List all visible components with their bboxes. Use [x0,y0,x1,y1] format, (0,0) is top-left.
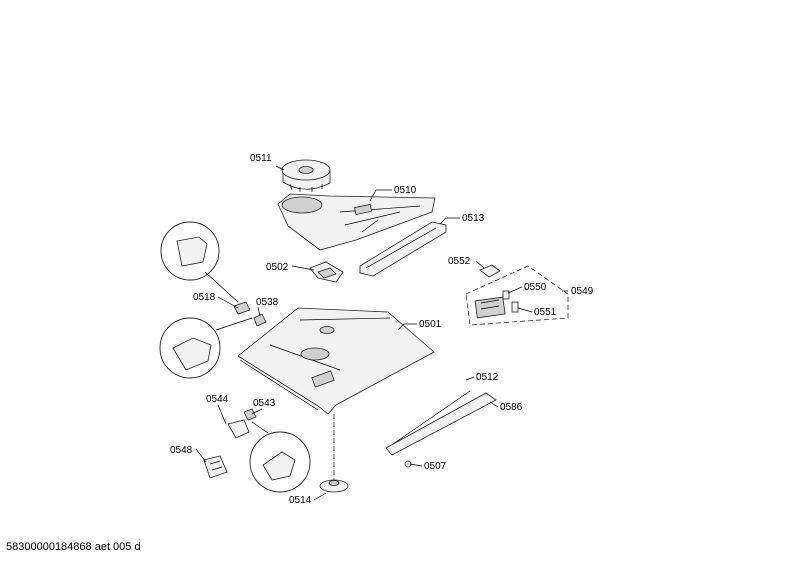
sensor-clip-0543-part[interactable] [243,408,257,421]
label-0549: 0549 [571,286,594,297]
detail-callout-0543 [249,421,311,493]
label-0543: 0543 [253,398,276,409]
label-0550: 0550 [524,282,547,293]
label-0551: 0551 [534,307,557,318]
label-0548: 0548 [170,445,193,456]
label-0544: 0544 [206,394,229,405]
label-0513: 0513 [462,213,485,224]
label-0501: 0501 [419,319,442,330]
foot-0514-part[interactable] [319,479,349,493]
label-0510: 0510 [394,185,417,196]
document-code: 58300000184868 aet 005 d [6,541,141,553]
label-0586: 0586 [500,402,523,413]
label-0507: 0507 [424,461,447,472]
switch-group-0549 [465,265,569,326]
sensor-tube-0586-part[interactable] [385,392,497,456]
label-0514: 0514 [289,495,312,506]
lamp-holder-0538-part[interactable] [253,313,267,327]
duct-cover-part[interactable] [277,193,436,251]
base-plate-part[interactable] [237,307,435,415]
label-0518: 0518 [193,292,216,303]
connector-0548-part[interactable] [203,455,228,479]
label-0538: 0538 [256,297,279,308]
detail-callout-0518 [160,221,239,303]
detail-callout-0538 [159,317,253,379]
rail-part[interactable] [359,221,447,277]
label-0502: 0502 [266,262,289,273]
spring-0551-part[interactable] [511,301,519,313]
lamp-holder-0518-part[interactable] [233,301,251,315]
spring-0550-part[interactable] [502,290,510,300]
fan-wheel-part[interactable] [281,159,331,192]
leader-lines [195,165,568,501]
label-0552: 0552 [448,256,471,267]
switch-housing-part[interactable] [474,296,506,319]
clip-0552-part[interactable] [479,264,501,278]
label-0511: 0511 [250,153,272,164]
bracket-0502-part[interactable] [309,261,344,283]
label-0512: 0512 [476,372,499,383]
sensor-wire-0512-part[interactable] [392,390,471,445]
temperature-sensor-0544-part[interactable] [227,419,250,439]
